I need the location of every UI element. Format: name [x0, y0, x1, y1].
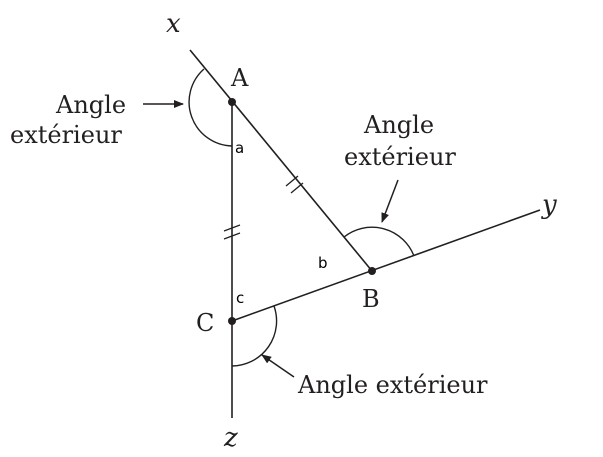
tick-marks-AB — [285, 175, 304, 194]
label-angle-B-line1: Angle — [363, 111, 434, 139]
interior-angle-b: b — [318, 254, 328, 272]
point-B — [368, 267, 376, 275]
label-angle-C: Angle extérieur — [297, 371, 488, 399]
arrow-to-angle-B — [381, 179, 399, 223]
line-x-through-A-B — [189, 49, 373, 272]
point-A — [228, 98, 236, 106]
arrow-to-angle-C — [261, 354, 295, 378]
label-angle-A-line2: extérieur — [10, 121, 122, 149]
label-angle-A-line1: Angle — [55, 91, 126, 119]
point-label-C: C — [196, 309, 214, 337]
ray-label-z: z — [223, 423, 238, 453]
exterior-angle-arc-C — [231, 305, 278, 367]
line-C-through-B-to-y — [231, 209, 541, 322]
tick-marks-AC — [223, 224, 241, 240]
interior-angle-c: c — [236, 289, 244, 307]
point-label-A: A — [230, 64, 249, 92]
ray-label-x: x — [166, 9, 181, 39]
exterior-angle-arc-A — [188, 68, 233, 147]
point-C — [228, 317, 236, 325]
ray-label-y: y — [541, 190, 557, 220]
point-label-B: B — [362, 285, 380, 313]
interior-angle-a: a — [235, 139, 244, 157]
exterior-angle-arc-B — [343, 226, 415, 257]
label-angle-B-line2: extérieur — [344, 143, 456, 171]
